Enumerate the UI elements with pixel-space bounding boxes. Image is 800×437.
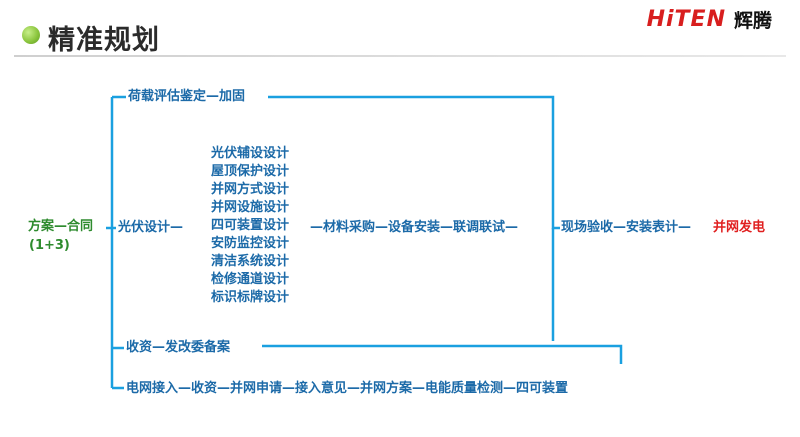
design-item: 光伏辅设设计	[211, 146, 290, 161]
approval-branch-label: 收资—发改委备案	[126, 340, 231, 355]
brand-name: 辉腾	[733, 10, 772, 32]
grid-branch-label: 电网接入—收资—并网申请—接入意见—并网方案—电能质量检测—四可装置	[126, 381, 569, 396]
start-node: 方案—合同	[28, 219, 94, 234]
header-divider	[14, 55, 786, 57]
design-item: 并网方式设计	[211, 182, 290, 197]
brand-logo: HiTEN	[646, 7, 726, 32]
top-branch-connector	[112, 95, 560, 230]
design-item: 标识标牌设计	[211, 290, 290, 305]
design-item: 并网设施设计	[211, 200, 290, 215]
header-bullet-icon	[22, 26, 40, 44]
design-item: 安防监控设计	[211, 236, 290, 251]
approval-branch-connector	[112, 344, 623, 364]
top-branch-label: 荷载评估鉴定—加固	[128, 89, 246, 104]
brand: HiTEN 辉腾	[647, 6, 772, 33]
design-item: 屋顶保护设计	[211, 164, 290, 179]
construction-chain-label: —材料采购—设备安装—联调联试—	[310, 220, 519, 235]
final-result-label: 并网发电	[713, 220, 766, 235]
design-item: 清洁系统设计	[211, 254, 290, 269]
page-title: 精准规划	[48, 25, 160, 56]
design-item: 四可装置设计	[211, 218, 290, 233]
design-items-list: 光伏辅设设计 屋顶保护设计 并网方式设计 并网设施设计 四可装置设计 安防监控设…	[211, 145, 289, 307]
design-branch-label: 光伏设计—	[118, 220, 184, 235]
acceptance-chain-label: 现场验收—安装表计—	[561, 220, 692, 235]
design-item: 检修通道设计	[211, 272, 290, 287]
start-node-note: (1+3)	[29, 238, 70, 253]
